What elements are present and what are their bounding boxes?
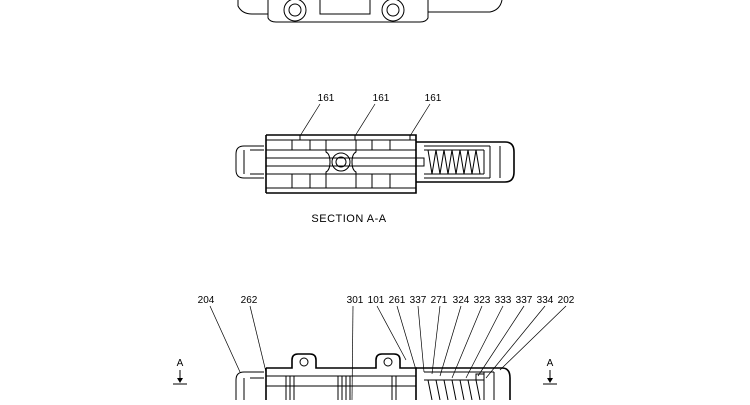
- section-arrow-right: A: [543, 358, 557, 385]
- bottom-valve-view: [235, 353, 511, 401]
- leaders-161: [299, 103, 431, 137]
- label-301: 301: [347, 295, 364, 306]
- label-262: 262: [241, 295, 258, 306]
- label-161-c: 161: [425, 93, 442, 104]
- section-arrow-left: A: [173, 358, 187, 385]
- label-161-b: 161: [373, 93, 390, 104]
- label-334: 334: [537, 295, 554, 306]
- label-337-b: 337: [516, 295, 533, 306]
- label-324: 324: [453, 295, 470, 306]
- section-a-a-view: [235, 134, 515, 194]
- label-261: 261: [389, 295, 406, 306]
- label-161-a: 161: [318, 93, 335, 104]
- label-271: 271: [431, 295, 448, 306]
- section-arrow-right-letter: A: [547, 358, 554, 369]
- leaders-bottom: [209, 305, 567, 401]
- top-valve-view: [237, 0, 503, 23]
- label-101: 101: [368, 295, 385, 306]
- label-333: 333: [495, 295, 512, 306]
- label-323: 323: [474, 295, 491, 306]
- label-337-a: 337: [410, 295, 427, 306]
- section-arrow-left-letter: A: [177, 358, 184, 369]
- label-204: 204: [198, 295, 215, 306]
- section-title: SECTION A-A: [311, 213, 386, 225]
- label-202: 202: [558, 295, 575, 306]
